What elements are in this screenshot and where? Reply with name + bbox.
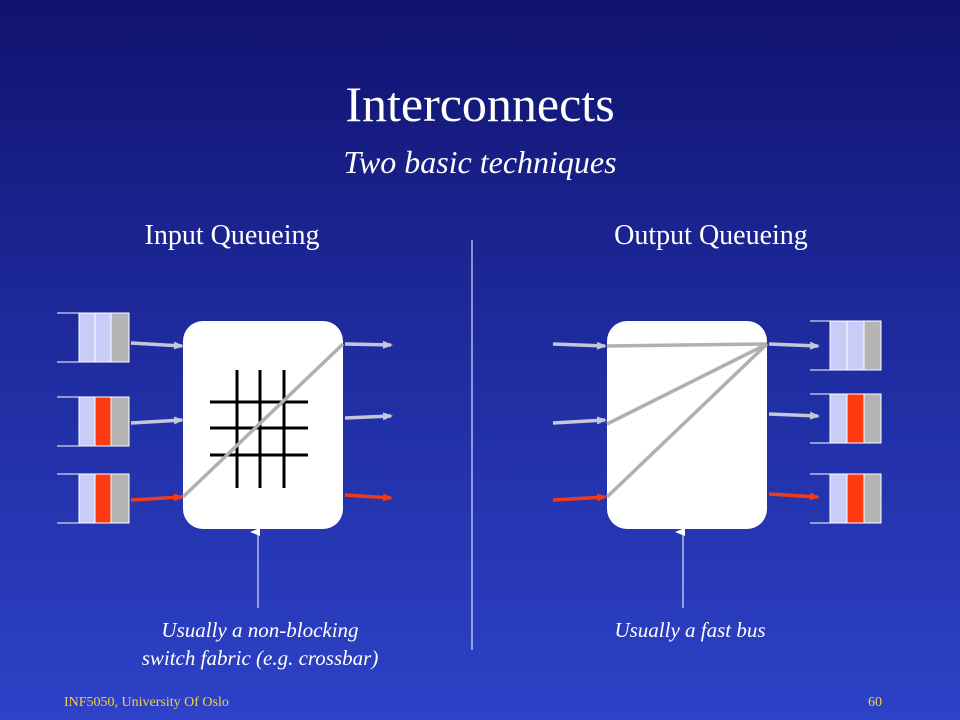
- bus-input-arrow-1: [552, 341, 607, 350]
- input-queue-2: [57, 396, 130, 447]
- slide-subtitle: Two basic techniques: [343, 144, 617, 180]
- output-arrow-1: [344, 340, 393, 349]
- packet-light: [78, 396, 96, 447]
- input-arrow-2: [130, 416, 184, 425]
- crossbar-caption-line2: switch fabric (e.g. crossbar): [141, 646, 379, 670]
- packet-light: [94, 312, 112, 363]
- packet-gray: [863, 393, 882, 444]
- packet-light: [78, 473, 96, 524]
- output-queue-1: [810, 320, 882, 371]
- input-arrow-1: [130, 341, 184, 350]
- input-queueing-heading: Input Queueing: [144, 220, 320, 251]
- slide-title: Interconnects: [345, 76, 615, 132]
- input-arrow-3: [130, 493, 184, 502]
- input-queue-3: [57, 473, 130, 524]
- packet-light: [829, 393, 848, 444]
- packet-red: [94, 473, 112, 524]
- packet-light: [829, 473, 848, 524]
- bus-input-arrow-2: [552, 416, 607, 425]
- bus-paths: [605, 342, 769, 499]
- packet-red: [94, 396, 112, 447]
- packet-red: [846, 393, 865, 444]
- output-arrow-3: [344, 493, 393, 502]
- crossbar-path: [181, 342, 345, 499]
- packet-gray: [110, 473, 130, 524]
- packet-gray: [863, 320, 882, 371]
- packet-light: [846, 320, 865, 371]
- crossbar-caption-line1: Usually a non-blocking: [161, 618, 359, 642]
- output-queue-3: [810, 473, 882, 524]
- packet-gray: [863, 473, 882, 524]
- packet-red: [846, 473, 865, 524]
- fast-bus-switch: [607, 321, 767, 529]
- packet-light: [829, 320, 848, 371]
- packet-gray: [110, 396, 130, 447]
- page-number: 60: [868, 695, 882, 710]
- packet-gray: [110, 312, 130, 363]
- crossbar-switch: [183, 321, 343, 529]
- bus-output-arrow-3: [768, 492, 820, 501]
- output-queueing-heading: Output Queueing: [614, 220, 808, 251]
- footer-course: INF5050, University Of Oslo: [64, 695, 229, 710]
- output-arrow-2: [344, 412, 393, 421]
- input-queue-1: [57, 312, 130, 363]
- bus-caption: Usually a fast bus: [614, 618, 766, 642]
- packet-light: [78, 312, 96, 363]
- bus-output-arrow-1: [768, 341, 820, 350]
- bus-input-arrow-3: [552, 493, 607, 502]
- bus-output-arrow-2: [768, 411, 820, 420]
- output-queue-2: [810, 393, 882, 444]
